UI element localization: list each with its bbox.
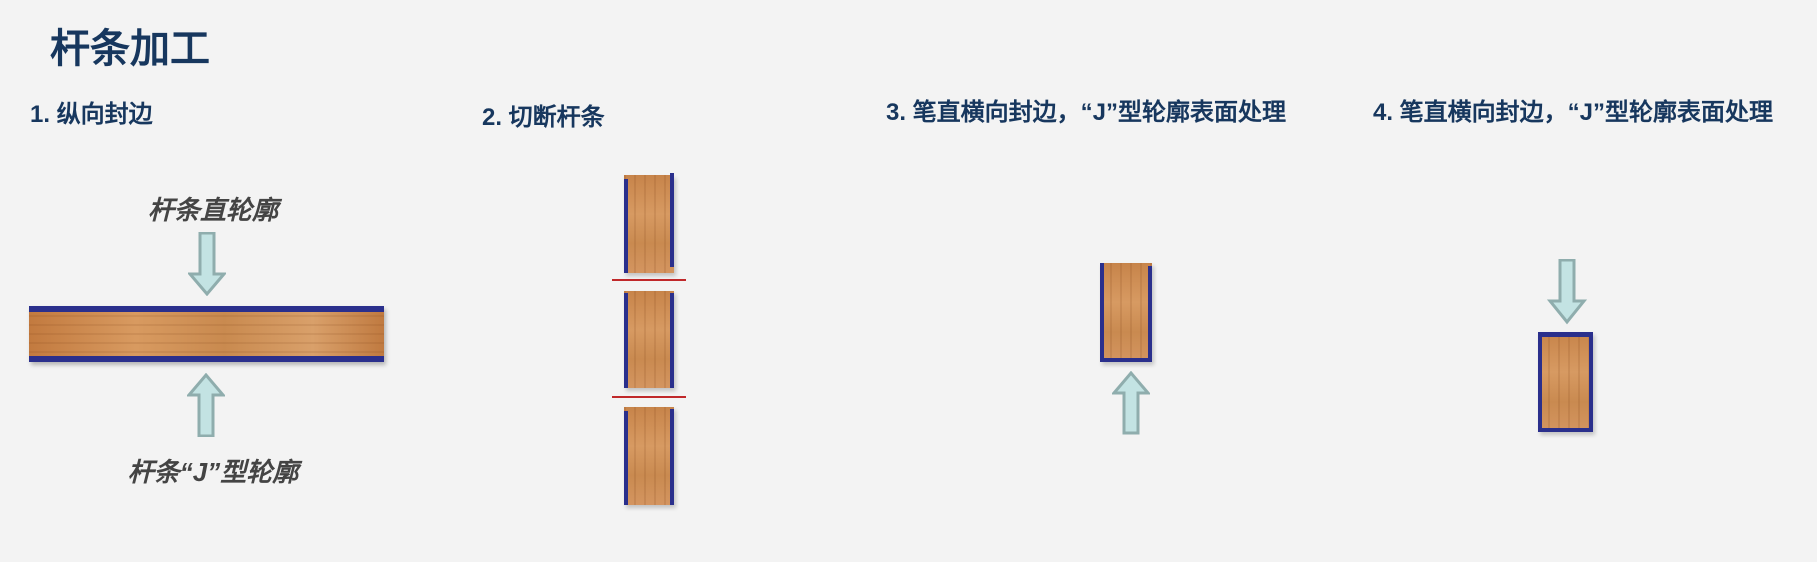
cut-piece <box>624 291 674 388</box>
arrow-down-icon <box>188 232 226 296</box>
arrow-up-icon <box>187 373 225 437</box>
step-1-label: 1. 纵向封边 <box>30 101 153 128</box>
step-4-label: 4. 笔直横向封边，“J”型轮廓表面处理 <box>1373 99 1774 126</box>
cut-line <box>612 396 686 398</box>
j-edged-piece <box>1100 263 1152 362</box>
edge-band-bottom <box>29 356 384 362</box>
cut-piece <box>624 407 674 505</box>
cut-piece <box>624 173 674 273</box>
long-rail-board <box>29 306 384 362</box>
step-2-label: 2. 切断杆条 <box>482 104 605 131</box>
edge-band-top <box>29 306 384 312</box>
cut-line <box>612 279 686 281</box>
page-title: 杆条加工 <box>50 27 210 71</box>
straight-profile-label: 杆条直轮廓 <box>147 195 278 225</box>
j-profile-label: 杆条“J”型轮廓 <box>127 457 299 487</box>
arrow-down-icon <box>1547 259 1587 325</box>
fully-edged-piece <box>1538 332 1593 432</box>
step-3-label: 3. 笔直横向封边，“J”型轮廓表面处理 <box>886 99 1287 126</box>
arrow-up-icon <box>1112 371 1150 435</box>
